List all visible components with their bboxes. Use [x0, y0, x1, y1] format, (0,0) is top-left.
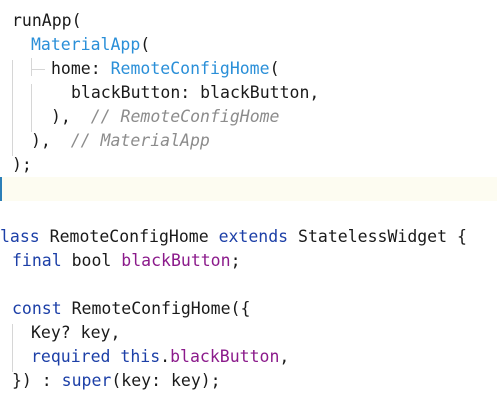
code-line-text: ), // MaterialApp — [31, 129, 210, 153]
code-token-plain: blackButton: blackButton, — [71, 83, 320, 102]
code-line-current[interactable] — [0, 177, 497, 201]
code-token-plain: home: — [51, 59, 111, 78]
code-line[interactable]: ); — [0, 153, 497, 177]
code-token-plain: , — [279, 347, 290, 366]
code-token-keyword: const — [12, 299, 62, 318]
code-token-keyword: extends — [218, 227, 289, 246]
code-line[interactable] — [0, 201, 497, 225]
tree-guide-vertical — [31, 58, 32, 76]
code-token-class: RemoteConfigHome — [110, 59, 270, 78]
code-line[interactable]: const RemoteConfigHome({ — [0, 297, 497, 321]
indent-guide — [31, 84, 32, 132]
code-token-plain: ; — [230, 251, 241, 270]
code-line-text: runApp( — [12, 9, 82, 33]
code-token-keyword: lass — [0, 227, 40, 246]
code-token-class: MaterialApp — [31, 35, 141, 54]
code-line-text: MaterialApp( — [31, 33, 150, 57]
code-line[interactable]: required this.blackButton, — [0, 345, 497, 369]
code-token-plain: bool — [61, 251, 122, 270]
code-token-comment: // RemoteConfigHome — [90, 107, 280, 126]
code-token-plain: . — [160, 347, 171, 366]
code-line[interactable]: lass RemoteConfigHome extends StatelessW… — [0, 225, 497, 249]
code-line[interactable]: home: RemoteConfigHome( — [0, 57, 497, 81]
code-line-text: final bool blackButton; — [12, 249, 241, 273]
code-token-plain: RemoteConfigHome({ — [61, 299, 251, 318]
code-line-text: ), // RemoteConfigHome — [51, 105, 280, 129]
code-token-plain: ); — [12, 155, 32, 174]
code-token-plain: }) : — [12, 371, 62, 390]
code-token-plain: ( — [140, 35, 151, 54]
code-line-text: const RemoteConfigHome({ — [12, 297, 250, 321]
code-token-keyword: required — [31, 347, 111, 366]
code-line[interactable]: Key? key, — [0, 321, 497, 345]
code-token-keyword: final — [12, 251, 62, 270]
code-line[interactable] — [0, 273, 497, 297]
code-line-text: home: RemoteConfigHome( — [51, 57, 280, 81]
indent-guide — [12, 60, 13, 156]
code-line-text: }) : super(key: key); — [12, 369, 221, 393]
text-caret — [0, 177, 2, 201]
code-line[interactable]: blackButton: blackButton, — [0, 81, 497, 105]
code-token-plain: runApp( — [12, 11, 82, 30]
code-token-plain: RemoteConfigHome — [39, 227, 219, 246]
code-token-keyword: super — [61, 371, 112, 390]
indent-guide — [12, 324, 13, 372]
code-token-keyword: this — [120, 347, 161, 366]
code-token-plain: (key: key); — [111, 371, 221, 390]
code-token-plain: Key? key, — [31, 323, 121, 342]
code-token-plain — [110, 347, 120, 366]
code-line-text: blackButton: blackButton, — [71, 81, 319, 105]
code-token-plain: StatelessWidget { — [288, 227, 467, 246]
code-line[interactable]: MaterialApp( — [0, 33, 497, 57]
code-line-text: lass RemoteConfigHome extends StatelessW… — [0, 225, 467, 249]
code-token-field: blackButton — [121, 251, 231, 270]
code-token-plain: ), — [31, 131, 71, 150]
code-line[interactable]: runApp( — [0, 9, 497, 33]
code-line[interactable]: final bool blackButton; — [0, 249, 497, 273]
code-line[interactable]: ), // MaterialApp — [0, 129, 497, 153]
code-token-field: blackButton — [170, 347, 280, 366]
code-line-text: required this.blackButton, — [31, 345, 289, 369]
code-line[interactable]: }) : super(key: key); — [0, 369, 497, 393]
code-line-text: ); — [12, 153, 32, 177]
code-token-comment: // MaterialApp — [70, 131, 210, 150]
code-token-plain: ( — [269, 59, 280, 78]
code-token-plain: ), — [51, 107, 91, 126]
tree-guide-horizontal — [31, 69, 45, 70]
code-line[interactable]: ), // RemoteConfigHome — [0, 105, 497, 129]
code-line-text: Key? key, — [31, 321, 120, 345]
